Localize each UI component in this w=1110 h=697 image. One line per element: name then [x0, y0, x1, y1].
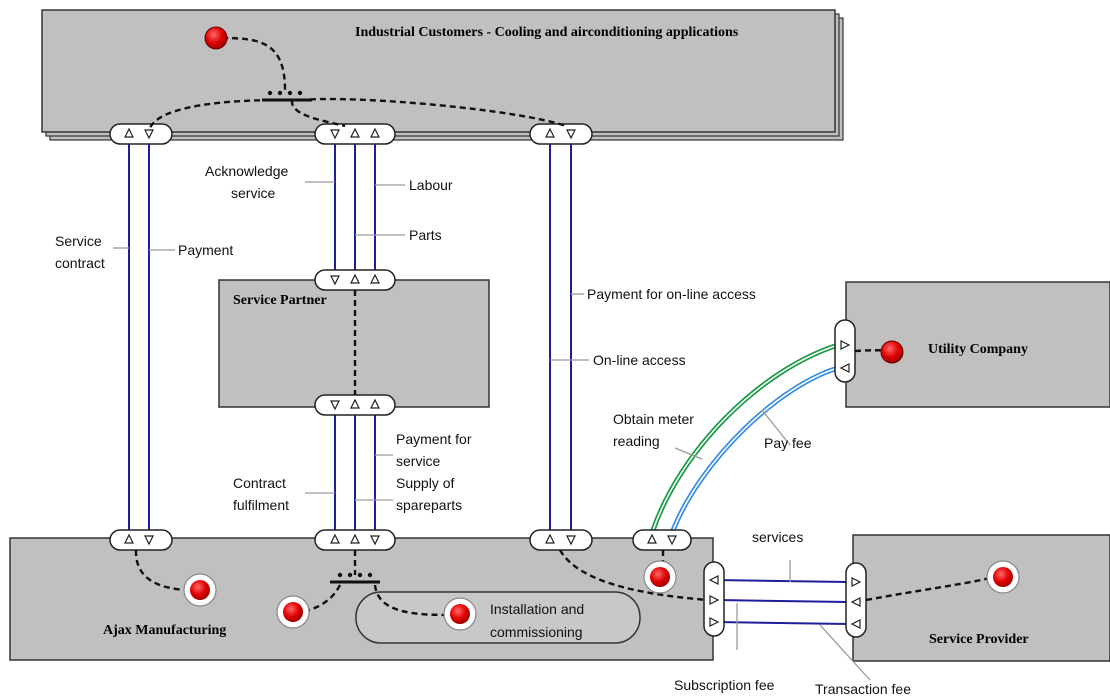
label-parts: Parts [409, 227, 442, 243]
label-contract-fulfilment-1: Contract [233, 475, 286, 491]
label-online-access: On-line access [593, 352, 686, 368]
and-forks [262, 90, 380, 584]
interface-ajax-utility [632, 529, 692, 551]
activity-installation[interactable]: Installation and commissioning [355, 591, 641, 644]
actor-title: Service Partner [233, 293, 327, 308]
label-subscription-fee: Subscription fee [674, 677, 775, 693]
interface-ajax-customer [109, 529, 173, 551]
transfer-services [715, 579, 849, 583]
interface-customer-online [529, 123, 593, 145]
label-acknowledge-1: Acknowledge [205, 163, 288, 179]
start-stimuli [183, 26, 1020, 631]
value-ports [124, 127, 862, 629]
label-transaction-fee: Transaction fee [815, 681, 911, 697]
actor-title: Industrial Customers - Cooling and airco… [355, 25, 739, 40]
label-services: services [752, 529, 803, 545]
label-pay-fee: Pay fee [764, 435, 812, 451]
label-supply-parts-1: Supply of [396, 475, 454, 491]
actor-industrial-customers[interactable]: Industrial Customers - Cooling and airco… [41, 9, 844, 141]
label-payment-online: Payment for on-line access [587, 286, 756, 302]
transfer-transaction-fee [715, 621, 849, 625]
label-payment: Payment [178, 242, 233, 258]
label-payment-service-2: service [396, 453, 441, 469]
activity-label-line2: commissioning [490, 624, 583, 640]
label-payment-service-1: Payment for [396, 431, 472, 447]
transfer-subscription-fee [715, 599, 849, 603]
label-service-contract-2: contract [55, 255, 105, 271]
transfer-labels: Service contract Payment Acknowledge ser… [55, 163, 911, 697]
start-stimulus-utility [880, 340, 904, 364]
interface-utility [834, 319, 856, 383]
value-transfers [128, 140, 572, 530]
actor-title: Utility Company [928, 342, 1028, 357]
label-contract-fulfilment-2: fulfilment [233, 497, 289, 513]
label-obtain-meter-1: Obtain meter [613, 411, 694, 427]
interface-customer-ajax [109, 123, 173, 145]
label-obtain-meter-2: reading [613, 433, 660, 449]
label-supply-parts-2: spareparts [396, 497, 462, 513]
provider-transfers [715, 579, 849, 625]
label-labour: Labour [409, 177, 453, 193]
actor-title: Ajax Manufacturing [103, 623, 226, 638]
start-stimulus-customer [204, 26, 228, 50]
actor-service-provider[interactable]: Service Provider [852, 534, 1110, 662]
activity-label-line1: Installation and [490, 601, 584, 617]
label-service-contract-1: Service [55, 233, 102, 249]
interface-ajax-online [529, 529, 593, 551]
label-acknowledge-2: service [231, 185, 276, 201]
leader-lines [113, 181, 871, 681]
utility-transfers [649, 342, 839, 534]
actor-title: Service Provider [929, 632, 1029, 647]
